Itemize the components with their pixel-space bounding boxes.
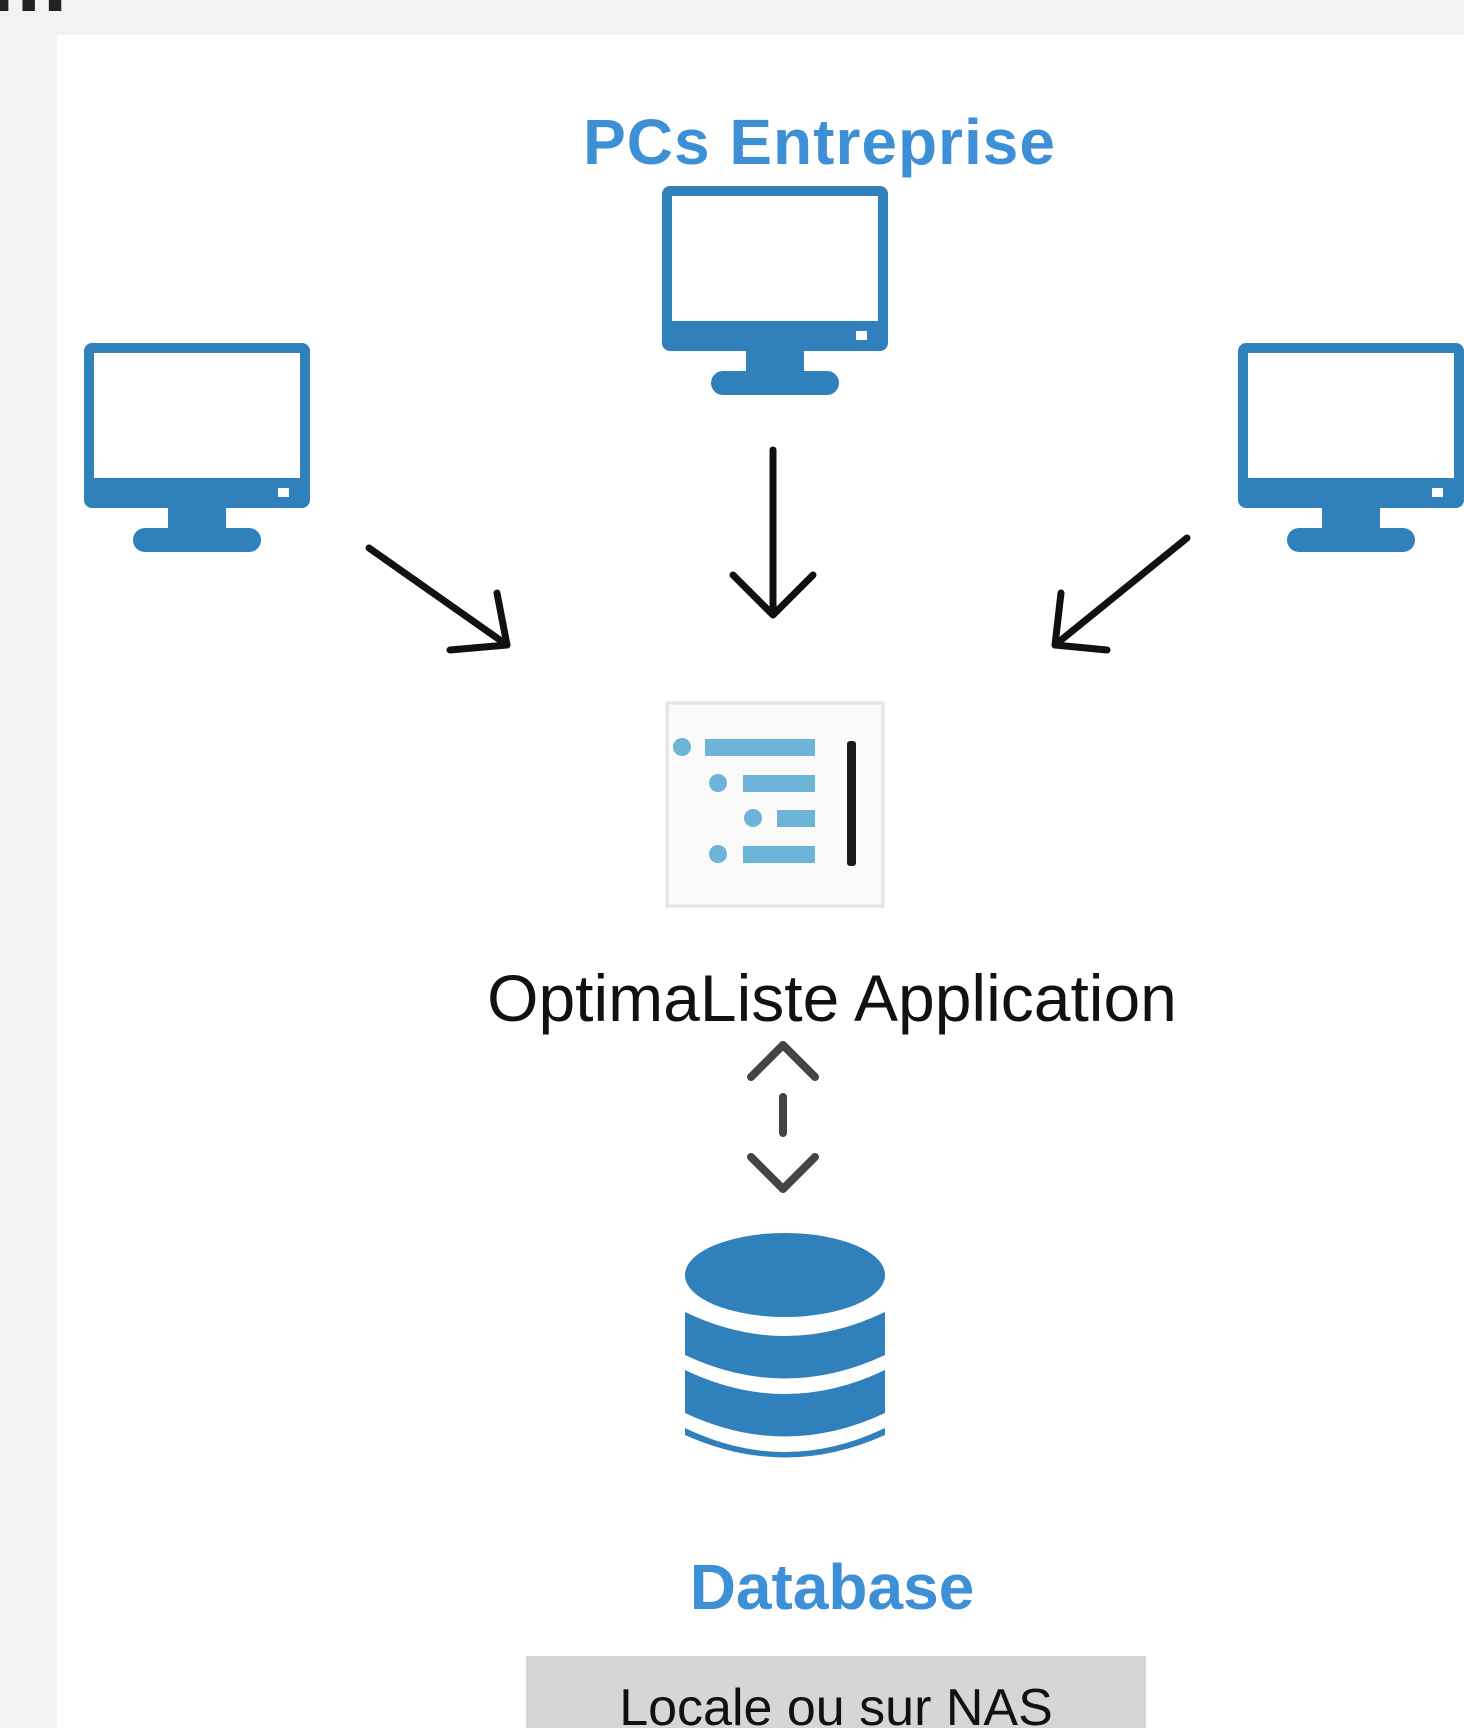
monitor-icon [84, 343, 310, 552]
database-icon [685, 1233, 885, 1458]
database-location-box: Locale ou sur NAS [526, 1656, 1146, 1728]
bidirectional-arrow-icon [747, 1041, 819, 1193]
page-heading-cut-off: ... [0, 0, 69, 32]
monitor-icon [662, 186, 888, 395]
monitor-icon [1238, 343, 1464, 552]
arrow-down-icon [729, 446, 817, 619]
database-location-label: Locale ou sur NAS [619, 1679, 1053, 1728]
application-label: OptimaListe Application [487, 961, 1177, 1035]
list-app-icon [665, 701, 885, 908]
clients-title: PCs Entreprise [583, 106, 1056, 178]
database-title: Database [689, 1551, 975, 1623]
architecture-diagram-panel: PCs Entreprise [57, 35, 1464, 1728]
arrows-layer [365, 446, 1191, 654]
arrow-down-left-icon [1051, 534, 1191, 654]
arrow-down-right-icon [365, 544, 511, 654]
